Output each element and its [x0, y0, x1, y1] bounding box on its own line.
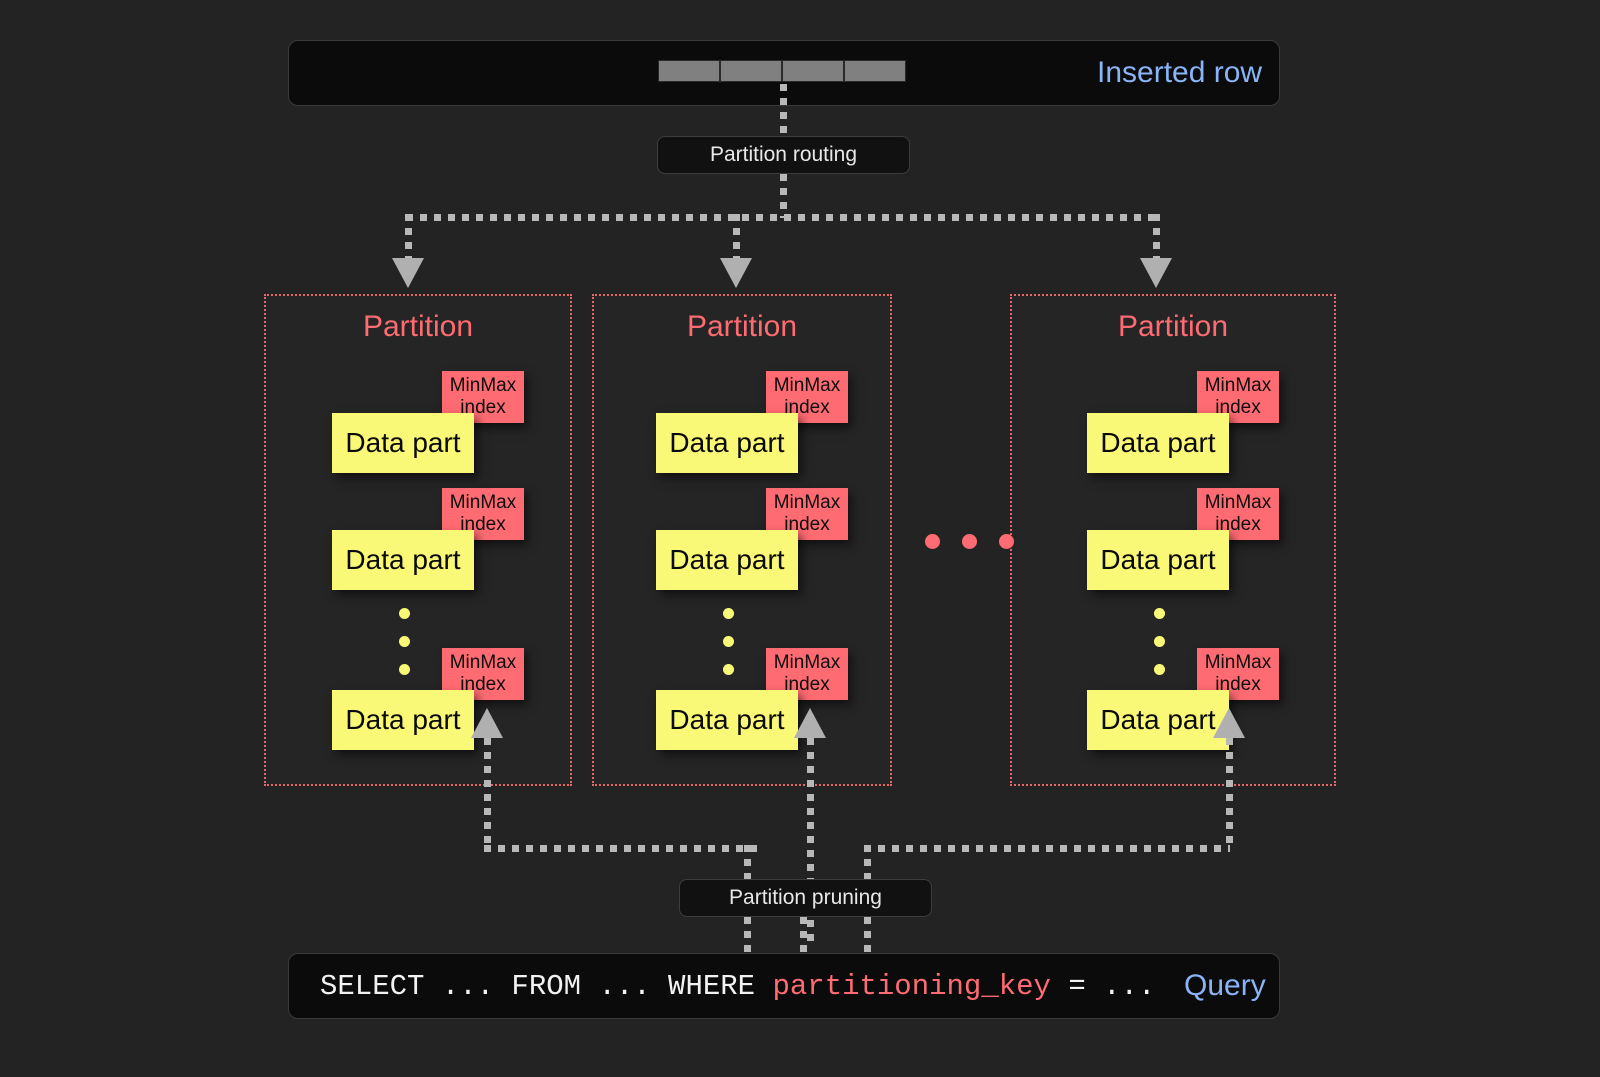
data-part-ellipsis-dots — [1154, 608, 1165, 692]
data-part-box: Data part — [1087, 530, 1229, 590]
ellipsis-dot — [999, 534, 1014, 549]
partition-2: Partition — [592, 294, 892, 786]
partition-title: Partition — [1117, 310, 1229, 343]
inserted-row-cell — [658, 60, 720, 82]
data-part-box: Data part — [656, 530, 798, 590]
query-partitioning-key: partitioning_key — [772, 970, 1051, 1003]
connector-pruning-to-partition-1 — [484, 738, 491, 850]
connector-routing-to-partition-2 — [733, 214, 740, 262]
ellipsis-dot — [723, 636, 734, 647]
data-part-box: Data part — [656, 413, 798, 473]
partition-pruning-box[interactable]: Partition pruning — [679, 879, 932, 917]
partition-ellipsis-dots — [925, 534, 1036, 549]
data-part-box: Data part — [332, 530, 474, 590]
data-part-ellipsis-dots — [399, 608, 410, 692]
query-text: SELECT ... FROM ... WHERE partitioning_k… — [320, 972, 1155, 1001]
connector-insert-to-routing — [780, 84, 787, 136]
query-label: Query — [1184, 969, 1266, 1002]
arrow-into-partition-3 — [1213, 708, 1245, 738]
inserted-row-cell — [720, 60, 782, 82]
query-suffix: = ... — [1050, 970, 1156, 1003]
connector-routing-to-partition-1 — [405, 214, 412, 262]
connector-distribution-bus — [406, 214, 1159, 221]
ellipsis-dot — [723, 664, 734, 675]
connector-routing-down — [780, 174, 787, 218]
query-prefix: SELECT ... FROM ... WHERE — [320, 970, 773, 1003]
data-part-box: Data part — [332, 413, 474, 473]
data-part-ellipsis-dots — [723, 608, 734, 692]
arrow-to-partition-1 — [392, 258, 424, 288]
connector-pruning-bus-left — [484, 845, 761, 852]
partition-1: Partition — [264, 294, 572, 786]
connector-query-to-pruning-2 — [800, 917, 807, 953]
ellipsis-dot — [1154, 664, 1165, 675]
ellipsis-dot — [399, 608, 410, 619]
ellipsis-dot — [399, 664, 410, 675]
partition-routing-box[interactable]: Partition routing — [657, 136, 910, 174]
query-panel — [288, 953, 1280, 1019]
arrow-to-partition-3 — [1140, 258, 1172, 288]
arrow-to-partition-2 — [720, 258, 752, 288]
partition-title: Partition — [362, 310, 474, 343]
arrow-into-partition-1 — [471, 708, 503, 738]
connector-pruning-to-partition-2 — [807, 738, 814, 942]
connector-routing-to-partition-3 — [1153, 214, 1160, 262]
inserted-row-label: Inserted row — [1097, 56, 1263, 89]
ellipsis-dot — [399, 636, 410, 647]
data-part-box: Data part — [1087, 690, 1229, 750]
connector-bus-left-down — [744, 845, 751, 881]
ellipsis-dot — [1154, 608, 1165, 619]
data-part-box: Data part — [1087, 413, 1229, 473]
ellipsis-dot — [1154, 636, 1165, 647]
data-part-box: Data part — [656, 690, 798, 750]
ellipsis-dot — [962, 534, 977, 549]
inserted-row-cell — [844, 60, 906, 82]
connector-pruning-to-partition-3 — [1226, 738, 1233, 850]
arrow-into-partition-2 — [794, 708, 826, 738]
connector-bus-right-down — [864, 845, 871, 881]
data-part-box: Data part — [332, 690, 474, 750]
partition-title: Partition — [686, 310, 798, 343]
ellipsis-dot — [925, 534, 940, 549]
ellipsis-dot — [723, 608, 734, 619]
connector-pruning-bus-right — [864, 845, 1230, 852]
inserted-row-cell — [782, 60, 844, 82]
connector-query-to-pruning-1 — [744, 917, 751, 953]
connector-query-to-pruning-3 — [864, 917, 871, 953]
inserted-row-cells — [658, 60, 906, 82]
